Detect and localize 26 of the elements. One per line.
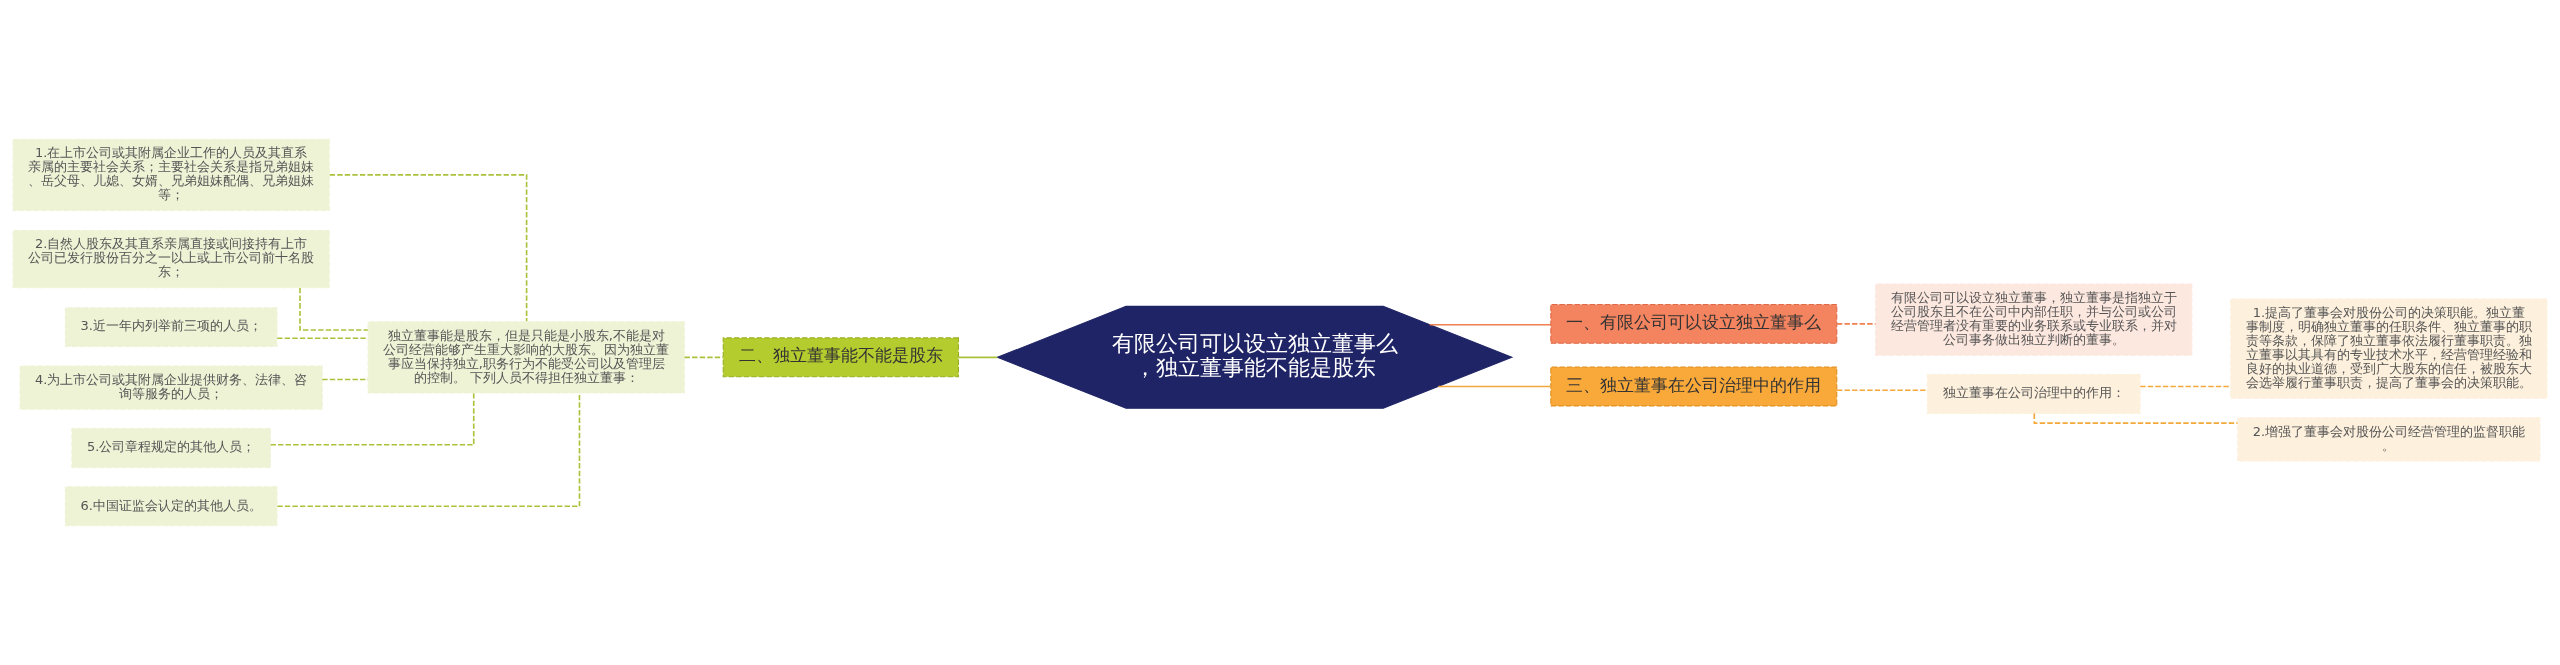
node-box: 5.公司章程规定的其他人员； [71, 428, 271, 468]
connector [2033, 412, 2239, 424]
connector [269, 392, 475, 446]
node-box: 三、独立董事在公司治理中的作用 [1550, 366, 1838, 407]
connector [957, 356, 998, 359]
node-box: 2.自然人股东及其直系亲属直接或间接持有上市公司已发行股份百分之一以上或上市公司前十名股东； [12, 229, 330, 289]
node-box: 一、有限公司可以设立独立董事么 [1550, 303, 1838, 344]
connector [1437, 385, 1552, 388]
node-box: 二、独立董事能不能是股东 [722, 337, 959, 378]
connector [1836, 389, 1929, 392]
connector [276, 392, 581, 508]
node-box: 独立董事能是股东，但是只能是小股东,不能是对公司经营能够产生重大影响的大股东。因为独立董事应当保持独立,职务行为不能受公司以及管理层的控制。 下列人员不得担任独立董事： [367, 321, 685, 394]
connector [1428, 323, 1552, 326]
connector [276, 337, 369, 340]
node-box: 2.增强了董事会对股份公司经营管理的监督职能。 [2237, 417, 2541, 462]
node-box: 1.在上市公司或其附属企业工作的人员及其直系亲属的主要社会关系；主要社会关系是指兄弟姐妹、岳父母、儿媳、女婿、兄弟姐妹配偶、兄弟姐妹等； [12, 138, 330, 212]
connector [328, 174, 528, 323]
node-box: 有限公司可以设立独立董事，独立董事是指独立于公司股东且不在公司中内部任职，并与公司或公司经营管理者没有重要的业务联系或专业联系，并对公司事务做出独立判断的董事。 [1875, 283, 2193, 356]
node-box: 6.中国证监会认定的其他人员。 [64, 486, 278, 527]
node-box: 3.近一年内列举前三项的人员； [64, 307, 278, 348]
connector [683, 356, 724, 359]
connector [2139, 385, 2232, 388]
node-box: 4.为上市公司或其附属企业提供财务、法律、咨询等服务的人员； [19, 365, 323, 410]
node-box: 1.提高了董事会对股份公司的决策职能。独立董事制度，明确独立董事的任职条件、独立董事的职责等条款，保障了独立董事依法履行董事职责。独立董事以其具有的专业技术水平，经营管理经验和良好的执业道德，受到广大股东的信任，被股东大会选举履行董事职责，提高了董事会的决策职能。 [2230, 298, 2548, 399]
node-box: 独立董事在公司治理中的作用： [1926, 374, 2141, 414]
connector [299, 287, 369, 331]
